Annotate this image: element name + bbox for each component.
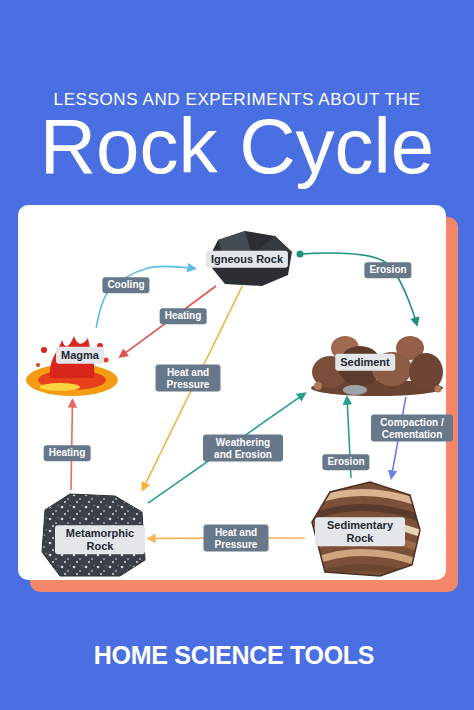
rock-shape (42, 494, 145, 576)
subtitle-text: LESSONS AND EXPERIMENTS ABOUT THE (54, 90, 421, 110)
brand-logo: HOME SCIENCE TOOLS (94, 641, 374, 670)
node-label: Sedimentary Rock (315, 517, 405, 546)
process-arrow (120, 286, 216, 357)
sedimentary-rock-art (305, 478, 425, 580)
process-label: Erosion (322, 454, 369, 470)
node-label: Metamorphic Rock (55, 525, 145, 554)
rock-node: Magma (25, 328, 120, 400)
rock-node: Sedimentary Rock (305, 478, 420, 578)
gray-pebble (343, 385, 367, 395)
process-label: Heat and Pressure (156, 365, 221, 392)
process-arrow (300, 253, 417, 325)
node-label: Sediment (335, 354, 395, 371)
process-label: Heating (160, 308, 207, 324)
sediment-art (311, 336, 443, 396)
process-label: Weathering and Erosion (203, 435, 283, 462)
rock-layer (305, 568, 425, 581)
process-label: Erosion (364, 262, 411, 278)
process-label: Heat and Pressure (204, 525, 269, 552)
process-label: Compaction / Cementation (371, 415, 453, 442)
magma-drop (36, 363, 40, 367)
arrow-start-dot (297, 251, 304, 258)
sediment-pebble (435, 386, 442, 393)
magma-drop (41, 347, 47, 353)
process-arrow (148, 393, 305, 503)
connector-group (71, 251, 417, 539)
card (18, 205, 446, 580)
rock-shape (305, 478, 425, 578)
process-label: Heating (44, 445, 91, 461)
rock-node: Metamorphic Rock (38, 490, 148, 578)
magma-drop (104, 358, 109, 363)
magma-art (26, 336, 118, 396)
node-label: Magma (56, 347, 104, 364)
magma-glow (40, 383, 80, 391)
sediment-stone (409, 353, 443, 391)
main-title: Rock Cycle (40, 107, 434, 185)
sediment-pebble (314, 382, 322, 390)
rock-node: Igneous Rock (195, 228, 300, 286)
metamorphic-rock-art (42, 494, 145, 576)
node-label: Igneous Rock (206, 251, 288, 268)
process-label: Cooling (102, 277, 149, 293)
rock-outline (312, 482, 420, 576)
rock-node: Sediment (305, 325, 445, 397)
